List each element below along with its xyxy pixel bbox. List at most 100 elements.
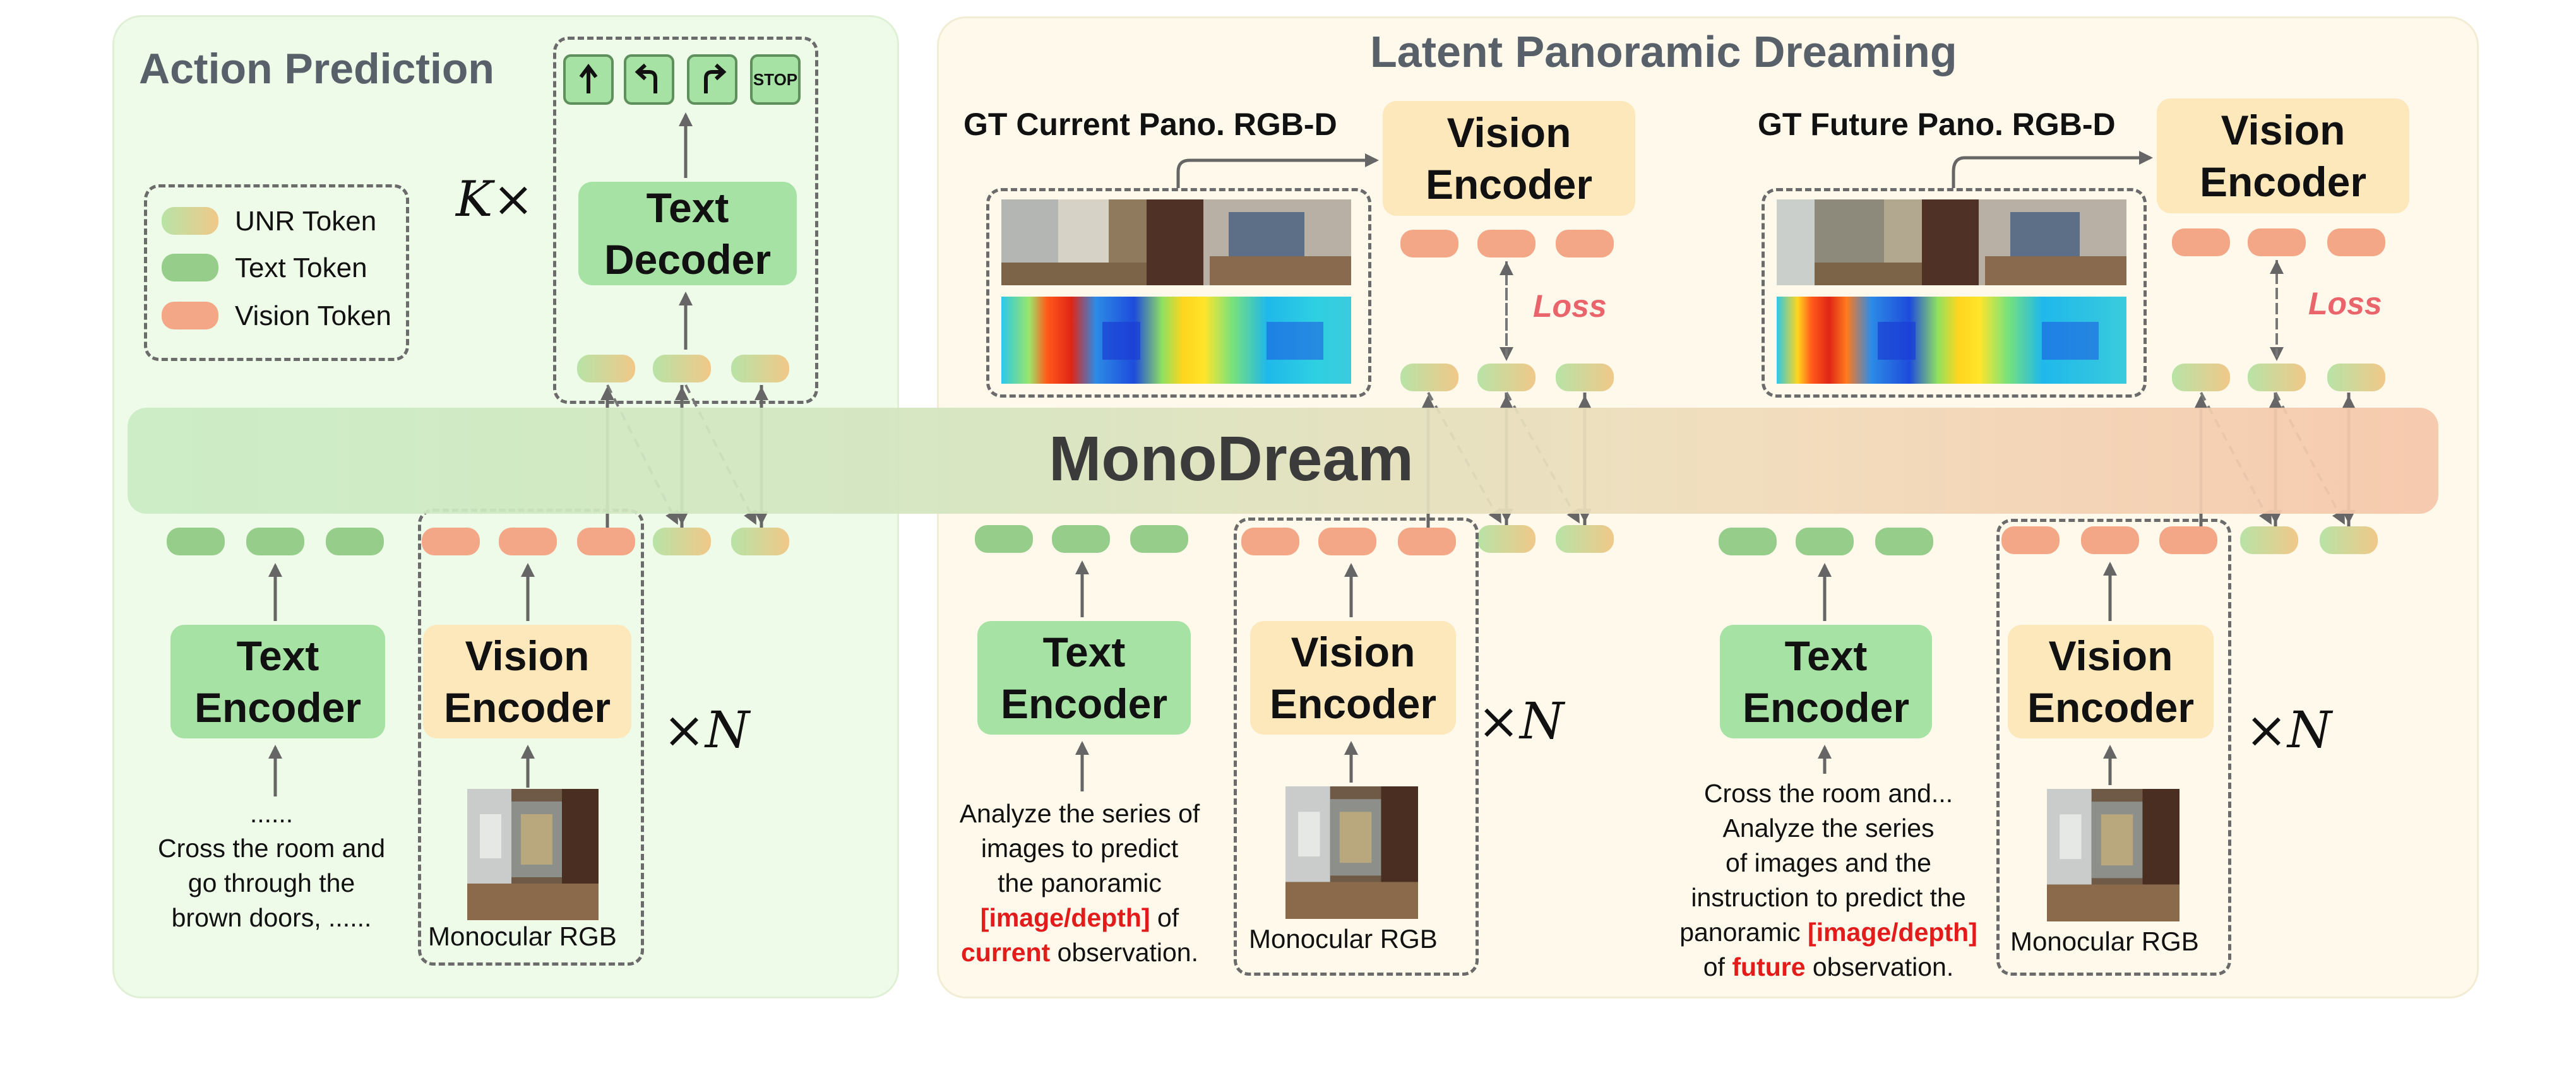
vision-encoder-line2: Encoder: [2027, 684, 2195, 731]
text-encoder-line1: Text: [1784, 632, 1868, 679]
action-stop-button: STOP: [750, 54, 801, 105]
instruction-right-line4: instruction to predict the: [1691, 883, 1966, 912]
unr-token-2: [731, 528, 789, 555]
gt-current-vision-token-1: [1400, 230, 1458, 257]
right-text-token-3: [1875, 528, 1933, 555]
n-times-label-mid: ×N: [1477, 692, 1564, 750]
n-times-label-right: ×N: [2245, 701, 2332, 759]
vision-encoder-line1: Vision: [1291, 629, 1416, 675]
text-encoder-box-left: Text Encoder: [170, 625, 385, 738]
vision-encoder-line1: Vision: [2221, 107, 2346, 153]
decoder-group: [553, 37, 818, 404]
vision-encoder-line2: Encoder: [443, 684, 611, 731]
action-left-button: [624, 54, 674, 105]
gt-current-vision-token-2: [1477, 230, 1535, 257]
arrow-up-icon: [579, 64, 598, 93]
n-symbol: N: [1520, 692, 1565, 750]
turn-right-icon: [704, 63, 727, 93]
vision-encoder-box-gt-future: Vision Encoder: [2157, 98, 2409, 213]
instruction-mid-line5-rest: observation.: [1050, 938, 1198, 967]
instruction-right-line2: Analyze the series: [1722, 814, 1935, 843]
gt-current-pano-depth-image: [1001, 297, 1351, 384]
monocular-rgb-image-right: [2047, 789, 2179, 921]
instruction-left-line1: ......: [249, 799, 294, 828]
gt-future-title: GT Future Pano. RGB-D: [1758, 107, 2116, 142]
gt-future-vision-token-3: [2327, 228, 2385, 256]
right-unr-bottom-2: [2320, 526, 2378, 554]
vision-encoder-box-right: Vision Encoder: [2008, 625, 2214, 738]
vision-token-2: [499, 528, 557, 555]
highlight-image-depth: [image/depth]: [980, 903, 1150, 932]
unr-token-1: [653, 528, 711, 555]
turn-left-icon: [635, 63, 657, 93]
legend-text-label: Text Token: [235, 252, 367, 283]
vision-encoder-box-gt-current: Vision Encoder: [1383, 101, 1635, 216]
k-symbol: K: [456, 171, 493, 228]
monocular-rgb-image-left: [467, 789, 599, 920]
gt-future-vision-token-1: [2172, 228, 2230, 256]
stop-label: STOP: [753, 69, 798, 89]
legend-unr-label: UNR Token: [235, 206, 377, 237]
mid-vision-token-3: [1398, 528, 1456, 555]
instruction-right-line6: of future observation.: [1639, 950, 2018, 985]
text-decoder-line1: Text: [646, 184, 729, 231]
monodream-title: MonoDream: [1049, 423, 1414, 494]
vision-encoder-line2: Encoder: [2199, 158, 2367, 205]
vision-group-right: [1996, 519, 2231, 976]
vision-encoder-line2: Encoder: [1269, 680, 1437, 727]
right-vision-token-2: [2081, 526, 2139, 554]
gt-current-title: GT Current Pano. RGB-D: [963, 107, 1337, 142]
mid-text-token-1: [975, 525, 1033, 553]
right-unr-bottom-1: [2240, 526, 2298, 554]
monocular-rgb-image-mid: [1285, 786, 1418, 919]
loss-label-current: Loss: [1533, 288, 1607, 324]
action-prediction-title: Action Prediction: [139, 45, 494, 93]
instruction-text-right: Cross the room and... Analyze the series…: [1639, 776, 2018, 985]
vision-encoder-line1: Vision: [465, 632, 590, 679]
highlight-future: future: [1732, 952, 1806, 981]
monocular-rgb-caption-mid: Monocular RGB: [1249, 924, 1438, 954]
decoder-unr-token-2: [653, 355, 711, 382]
instruction-left-line4: brown doors, ......: [171, 903, 372, 932]
right-vision-token-3: [2159, 526, 2217, 554]
right-unr-top-3: [2327, 364, 2385, 391]
vision-encoder-line1: Vision: [2048, 632, 2173, 679]
right-text-token-2: [1796, 528, 1854, 555]
instruction-right-line1: Cross the room and...: [1703, 779, 1953, 808]
k-times-sign: ×: [492, 171, 534, 228]
decoder-unr-token-3: [731, 355, 789, 382]
legend-vision-swatch: [162, 302, 218, 329]
vision-encoder-line1: Vision: [1446, 109, 1571, 156]
instruction-mid-line5: current observation.: [928, 935, 1231, 970]
instruction-right-line5-pre: panoramic: [1679, 918, 1808, 947]
vision-encoder-box-mid: Vision Encoder: [1250, 621, 1456, 735]
legend-box: [144, 184, 409, 361]
n-times-sign: ×: [663, 701, 706, 759]
n-times-sign: ×: [1477, 692, 1520, 750]
decoder-unr-token-1: [577, 355, 635, 382]
mid-vision-token-1: [1241, 528, 1299, 555]
legend-unr-swatch: [162, 207, 218, 235]
monocular-rgb-caption-left: Monocular RGB: [428, 921, 617, 951]
latent-dreaming-title: Latent Panoramic Dreaming: [1370, 27, 1957, 76]
mid-vision-token-2: [1318, 528, 1376, 555]
right-text-token-1: [1719, 528, 1777, 555]
highlight-image-depth: [image/depth]: [1808, 918, 1977, 947]
gt-current-vision-token-3: [1556, 230, 1614, 257]
instruction-right-line6-pre: of: [1703, 952, 1732, 981]
gt-current-pano-group: [986, 188, 1371, 398]
instruction-mid-line3: the panoramic: [998, 868, 1162, 897]
legend-vision-label: Vision Token: [235, 300, 391, 331]
right-unr-top-2: [2248, 364, 2306, 391]
text-encoder-box-mid: Text Encoder: [977, 621, 1191, 735]
instruction-text-mid: Analyze the series of images to predict …: [928, 796, 1231, 970]
text-token-3: [326, 528, 384, 555]
vision-encoder-line2: Encoder: [1425, 161, 1593, 208]
instruction-right-line5: panoramic [image/depth]: [1639, 915, 2018, 950]
vision-token-3: [577, 528, 635, 555]
mid-text-token-2: [1052, 525, 1110, 553]
mid-unr-top-2: [1477, 364, 1535, 391]
instruction-mid-line4: [image/depth] of: [928, 901, 1231, 935]
text-token-1: [167, 528, 225, 555]
